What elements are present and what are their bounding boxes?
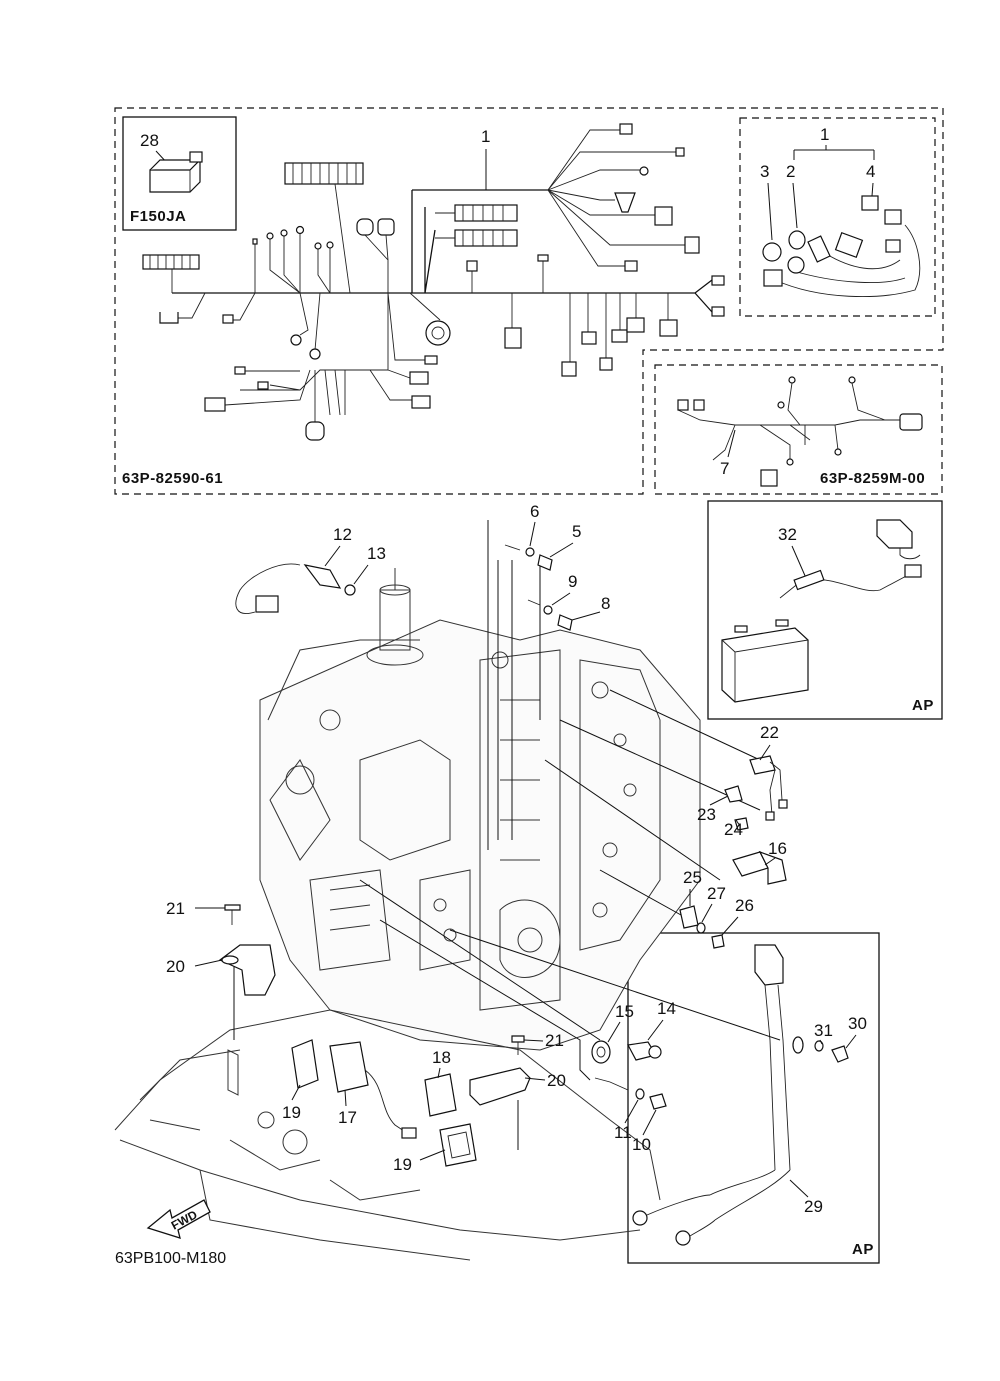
part-16-sensor-icon [732,850,787,885]
callout-5: 5 [572,522,581,541]
main-harness-frame [114,107,944,495]
bolts-5-6-8-9-icon [504,544,573,631]
callout-25: 25 [683,868,702,887]
callout-11: 11 [614,1123,632,1142]
callout-30: 30 [848,1014,867,1033]
callout-26: 26 [735,896,754,915]
part-12-sensor-icon [235,563,356,614]
parts-20-21-bracket-icon [218,904,276,996]
fwd-arrow-icon: FWD [146,1199,211,1239]
part-22-sensor-icon [724,755,788,831]
callout-10: 10 [632,1135,651,1154]
sub-harness-box: 7 63P-8259M-00 [654,364,943,495]
main-harness-code: 63P-82590-61 [122,470,223,487]
f150ja-inset: 28 F150JA [122,116,237,231]
callout-18: 18 [432,1048,451,1067]
parts-14-15-icon [591,1040,662,1064]
callout-7: 7 [720,459,729,478]
connector-28-icon [149,151,203,193]
cable-ap-box: 31 30 29 AP [627,932,880,1264]
figure-code: 63PB100-M180 [115,1250,226,1267]
callout-31: 31 [814,1021,833,1040]
sensor-sub-harness-icon [762,195,921,297]
detail-1-box: 1 3 2 4 [739,117,936,317]
f150ja-label: F150JA [130,208,186,225]
callout-16: 16 [768,839,787,858]
parts-20-21-right-icon [469,1035,531,1106]
callout-21b: 21 [545,1031,564,1050]
callout-32: 32 [778,525,797,544]
callout-19b: 19 [393,1155,412,1174]
callout-1: 1 [481,127,490,146]
callout-4: 4 [866,162,875,181]
engine-block-illustration [259,568,701,1051]
assembly-leader-lines [233,520,781,1150]
callout-6: 6 [530,502,539,521]
callout-15: 15 [615,1002,634,1021]
sub-harness-code: 63P-8259M-00 [820,470,925,487]
callout-22: 22 [760,723,779,742]
callout-29: 29 [804,1197,823,1216]
battery-ap-box: 32 AP [707,500,943,720]
callout-20a: 20 [166,957,185,976]
cable-ap-label: AP [852,1241,874,1258]
callout-27: 27 [707,884,726,903]
callout-3: 3 [760,162,769,181]
main-harness-diagram: 1 [122,123,725,487]
callout-21a: 21 [166,899,185,918]
parts-17-18-19-icon [291,1039,477,1167]
battery-icon [721,619,809,703]
parts-25-26-27-icon [679,905,725,949]
callout-13: 13 [367,544,386,563]
callout-28: 28 [140,131,159,150]
lower-cowling-illustration [114,1009,661,1261]
callout-2: 2 [786,162,795,181]
callout-12: 12 [333,525,352,544]
battery-ap-label: AP [912,697,934,714]
callout-23: 23 [697,805,716,824]
callout-17: 17 [338,1108,357,1127]
callout-9: 9 [568,572,577,591]
callout-1b: 1 [820,125,829,144]
callout-19a: 19 [282,1103,301,1122]
callout-20b: 20 [547,1071,566,1090]
callout-14: 14 [657,999,676,1018]
callout-8: 8 [601,594,610,613]
callout-24: 24 [724,820,743,839]
parts-10-11-icon [594,1077,667,1110]
